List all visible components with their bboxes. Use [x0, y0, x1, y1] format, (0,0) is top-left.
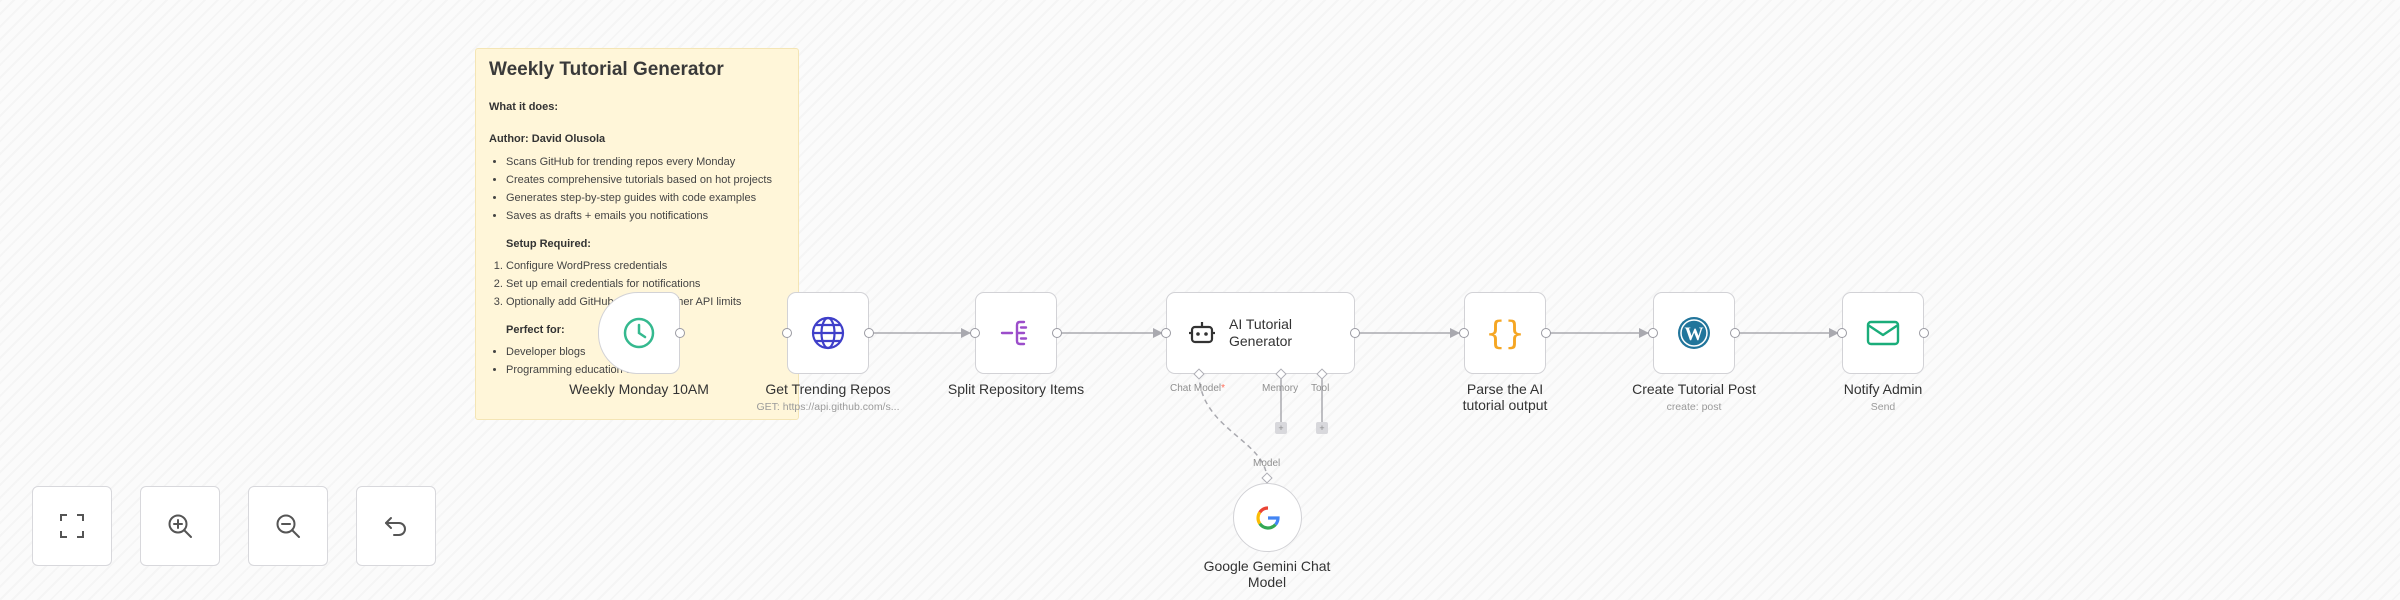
tool-port-label: Tool: [1311, 383, 1330, 394]
wordpress-node[interactable]: W: [1653, 292, 1735, 374]
agent-label-line1: AI Tutorial: [1229, 316, 1293, 332]
http-node-subtitle: GET: https://api.github.com/s...: [756, 401, 900, 413]
list-item: Saves as drafts + emails you notificatio…: [506, 209, 785, 224]
wordpress-input-handle[interactable]: [1648, 328, 1658, 338]
svg-text:W: W: [1685, 324, 1704, 345]
sticky-what-it-does: What it does:: [489, 101, 559, 113]
code-output-handle[interactable]: [1541, 328, 1551, 338]
schedule-trigger-node[interactable]: [598, 292, 680, 374]
gemini-chat-model-node[interactable]: [1233, 483, 1302, 552]
code-braces-icon: {}: [1485, 314, 1525, 352]
sticky-features-list: Scans GitHub for trending repos every Mo…: [489, 155, 785, 224]
sticky-setup-list: Configure WordPress credentials Set up e…: [489, 259, 785, 310]
chat-model-label: Chat Model: [1170, 383, 1222, 394]
code-node[interactable]: {}: [1464, 292, 1546, 374]
sticky-perfect-heading: Perfect for:: [506, 324, 565, 336]
list-item: Generates step-by-step guides with code …: [506, 191, 785, 206]
split-node-label: Split Repository Items: [947, 381, 1085, 397]
http-request-node[interactable]: [787, 292, 869, 374]
list-item: Developer blogs: [506, 345, 785, 360]
split-out-icon: [1000, 320, 1028, 346]
list-item: Creates comprehensive tutorials based on…: [506, 173, 785, 188]
zoom-in-button[interactable]: [140, 486, 220, 566]
email-node-label: Notify Admin: [1843, 381, 1923, 397]
split-input-handle[interactable]: [970, 328, 980, 338]
globe-icon: [811, 316, 845, 350]
list-item: Configure WordPress credentials: [506, 259, 785, 274]
wordpress-output-handle[interactable]: [1730, 328, 1740, 338]
required-marker: *: [1221, 383, 1226, 394]
memory-port-label: Memory: [1262, 383, 1299, 394]
fit-view-icon: [60, 514, 84, 538]
http-input-handle[interactable]: [782, 328, 792, 338]
list-item: Set up email credentials for notificatio…: [506, 277, 785, 292]
gemini-node-label: Google Gemini Chat Model: [1203, 558, 1331, 590]
agent-label-line2: Generator: [1229, 333, 1293, 349]
undo-icon: [385, 517, 406, 536]
edge-gemini-agent: [1198, 373, 1268, 481]
arrow-split: [961, 328, 971, 338]
email-input-handle[interactable]: [1837, 328, 1847, 338]
robot-icon: [1189, 322, 1215, 344]
sticky-setup-heading: Setup Required:: [506, 238, 591, 250]
email-node-subtitle: Send: [1870, 401, 1896, 413]
gemini-port-label: Model: [1253, 458, 1281, 469]
google-g-icon: [1255, 505, 1280, 530]
split-out-node[interactable]: [975, 292, 1057, 374]
http-output-handle[interactable]: [864, 328, 874, 338]
wordpress-node-subtitle: create: post: [1666, 401, 1722, 413]
clock-icon: [623, 317, 655, 349]
agent-output-handle[interactable]: [1350, 328, 1360, 338]
sticky-perfect-list: Developer blogs Programming education si…: [489, 345, 785, 378]
email-node[interactable]: [1842, 292, 1924, 374]
add-tool-button[interactable]: +: [1316, 422, 1328, 434]
email-output-handle[interactable]: [1919, 328, 1929, 338]
split-output-handle[interactable]: [1052, 328, 1062, 338]
zoom-out-icon: [276, 514, 300, 538]
wordpress-node-label: Create Tutorial Post: [1632, 381, 1756, 397]
arrow-agent: [1153, 328, 1163, 338]
chat-model-port-label: Chat Model*: [1170, 383, 1225, 394]
zoom-out-button[interactable]: [248, 486, 328, 566]
ai-agent-node[interactable]: AI Tutorial Generator: [1166, 292, 1355, 374]
code-input-handle[interactable]: [1459, 328, 1469, 338]
add-memory-button[interactable]: +: [1275, 422, 1287, 434]
wordpress-icon: W: [1678, 317, 1710, 349]
sticky-author: Author: David Olusola: [489, 133, 606, 145]
agent-node-label: AI Tutorial Generator: [1229, 316, 1292, 350]
arrow-email: [1829, 328, 1839, 338]
zoom-in-icon: [168, 514, 192, 538]
sticky-title: Weekly Tutorial Generator: [489, 59, 724, 80]
schedule-output-handle[interactable]: [675, 328, 685, 338]
list-item: Scans GitHub for trending repos every Mo…: [506, 155, 785, 170]
schedule-node-label: Weekly Monday 10AM: [569, 381, 709, 397]
code-node-label: Parse the AI tutorial output: [1462, 381, 1548, 413]
undo-button[interactable]: [356, 486, 436, 566]
arrow-wordpress: [1639, 328, 1649, 338]
list-item: Programming education sites: [506, 363, 785, 378]
agent-input-handle[interactable]: [1161, 328, 1171, 338]
mail-icon: [1866, 320, 1900, 346]
fit-view-button[interactable]: [32, 486, 112, 566]
http-node-label: Get Trending Repos: [765, 381, 891, 397]
arrow-code: [1450, 328, 1460, 338]
